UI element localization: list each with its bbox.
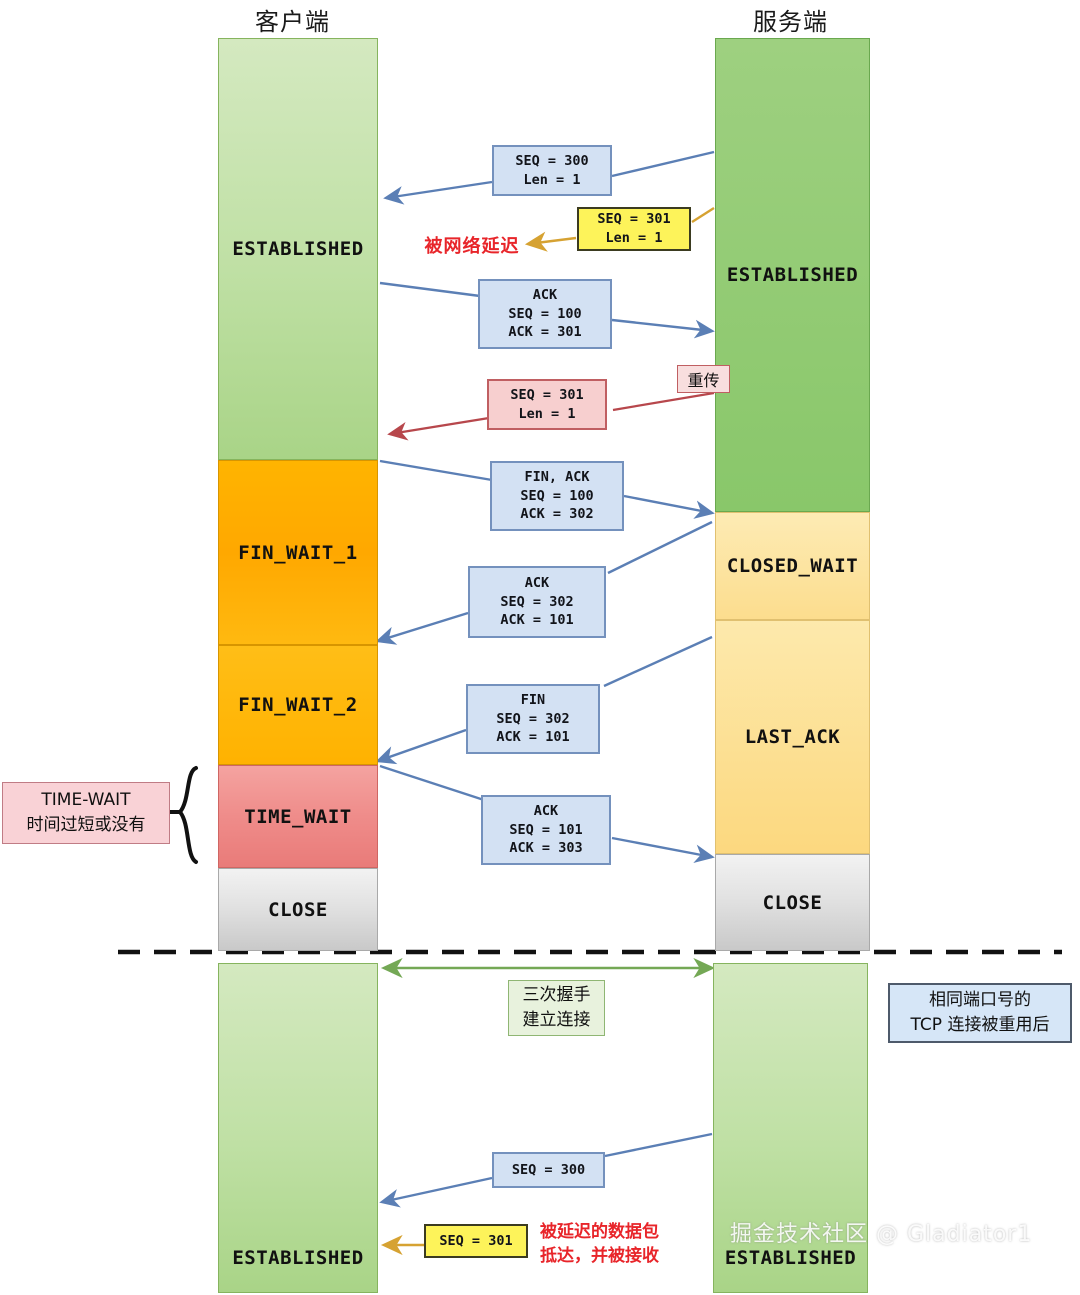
message-line: Len = 1 — [523, 171, 581, 188]
client-state-fin-wait-1: FIN_WAIT_1 — [218, 460, 378, 645]
message-line: FIN — [520, 692, 546, 709]
message-line: FIN, ACK — [524, 469, 590, 486]
message-box-ack-seq100: ACK SEQ = 100 ACK = 301 — [478, 279, 612, 349]
message-box-ack-seq302: ACK SEQ = 302 ACK = 101 — [468, 566, 606, 638]
server-state-closed-wait-label: CLOSED_WAIT — [726, 555, 859, 577]
message-line: ACK = 101 — [500, 612, 574, 629]
message-line: ACK = 302 — [520, 506, 594, 523]
server-state-established-reused-label: ESTABLISHED — [724, 1247, 857, 1269]
server-state-established-reused: ESTABLISHED — [713, 963, 868, 1293]
annotation-three-way-handshake: 三次握手 建立连接 — [508, 980, 605, 1036]
message-box-fin-ack: FIN, ACK SEQ = 100 ACK = 302 — [490, 461, 624, 531]
message-line: SEQ = 300 — [515, 152, 589, 169]
message-line: SEQ = 301 — [510, 386, 584, 403]
time-wait-brace — [166, 766, 198, 864]
delayed-arrives-line-1: 被延迟的数据包 — [540, 1221, 659, 1242]
message-line: SEQ = 100 — [508, 305, 582, 322]
time-wait-note-line-1: TIME-WAIT — [41, 790, 131, 811]
server-state-established: ESTABLISHED — [715, 38, 870, 512]
message-line: ACK = 101 — [496, 729, 570, 746]
client-state-fin-wait-2-label: FIN_WAIT_2 — [238, 694, 358, 716]
message-box-seq300: SEQ = 300 Len = 1 — [492, 145, 612, 196]
client-state-time-wait: TIME_WAIT — [218, 765, 378, 868]
message-line: ACK — [532, 287, 558, 304]
client-state-established: ESTABLISHED — [218, 38, 378, 460]
annotation-port-reuse: 相同端口号的 TCP 连接被重用后 — [888, 983, 1072, 1043]
client-state-time-wait-label: TIME_WAIT — [244, 805, 352, 828]
client-state-fin-wait-1-label: FIN_WAIT_1 — [238, 541, 358, 564]
client-state-established-label: ESTABLISHED — [232, 238, 364, 260]
watermark: 掘金技术社区 @ Gladiator1 — [730, 1222, 1033, 1247]
message-box-seq301-bottom: SEQ = 301 — [424, 1224, 528, 1258]
message-line: SEQ = 300 — [511, 1161, 586, 1178]
port-reuse-line-2: TCP 连接被重用后 — [910, 1015, 1050, 1035]
port-reuse-line-1: 相同端口号的 — [929, 989, 1031, 1010]
client-state-close-label: CLOSE — [268, 898, 328, 921]
message-line: SEQ = 301 — [439, 1232, 513, 1249]
server-column-header: 服务端 — [753, 8, 828, 36]
handshake-line-1: 三次握手 — [522, 985, 591, 1006]
client-column-header: 客户端 — [255, 8, 330, 36]
delayed-arrives-line-2: 抵达，并被接收 — [540, 1246, 659, 1266]
client-state-established-reused-label: ESTABLISHED — [232, 1247, 364, 1269]
message-line: SEQ = 302 — [500, 593, 574, 610]
message-box-seq300-bottom: SEQ = 300 — [492, 1152, 605, 1188]
server-state-close: CLOSE — [715, 854, 870, 951]
message-line: ACK — [533, 803, 559, 820]
message-line: Len = 1 — [518, 405, 576, 422]
server-state-last-ack-label: LAST_ACK — [744, 726, 841, 748]
time-wait-note-line-2: 时间过短或没有 — [26, 815, 146, 835]
message-line: SEQ = 101 — [509, 821, 583, 838]
server-state-last-ack: LAST_ACK — [715, 620, 870, 854]
annotation-delayed-packet-arrives: 被延迟的数据包 抵达，并被接收 — [540, 1216, 710, 1272]
message-box-ack-seq101: ACK SEQ = 101 ACK = 303 — [481, 795, 611, 865]
server-state-closed-wait: CLOSED_WAIT — [715, 512, 870, 620]
message-line: ACK — [524, 575, 550, 592]
message-line: SEQ = 100 — [520, 487, 594, 504]
message-line: ACK = 303 — [509, 840, 583, 857]
message-line: Len = 1 — [605, 230, 663, 246]
annotation-delayed-by-network: 被网络延迟 — [424, 236, 520, 257]
message-box-fin-seq302: FIN SEQ = 302 ACK = 101 — [466, 684, 600, 754]
client-state-established-reused: ESTABLISHED — [218, 963, 378, 1293]
client-state-close: CLOSE — [218, 868, 378, 951]
message-line: ACK = 301 — [508, 324, 582, 341]
annotation-retransmit: 重传 — [677, 365, 730, 393]
message-box-seq301-delayed: SEQ = 301 Len = 1 — [577, 207, 691, 251]
handshake-line-2: 建立连接 — [522, 1010, 591, 1030]
annotation-time-wait-note: TIME-WAIT 时间过短或没有 — [2, 782, 170, 844]
server-state-established-label: ESTABLISHED — [726, 264, 859, 286]
message-line: SEQ = 301 — [597, 211, 671, 228]
message-box-seq301-retransmit: SEQ = 301 Len = 1 — [487, 379, 607, 430]
server-state-close-label: CLOSE — [762, 891, 823, 914]
client-state-fin-wait-2: FIN_WAIT_2 — [218, 645, 378, 765]
message-line: SEQ = 302 — [496, 710, 570, 727]
